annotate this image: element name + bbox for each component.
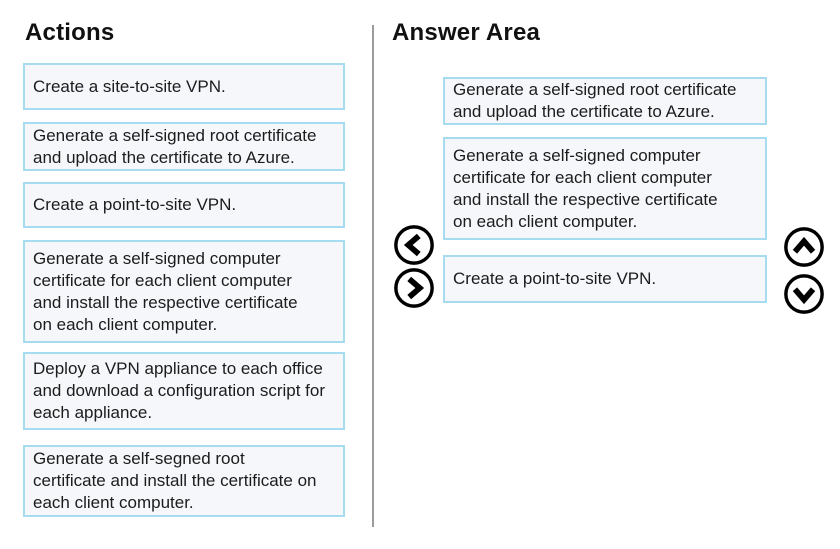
answer-item-2[interactable]: Generate a self-signed computer certific… <box>443 137 767 240</box>
answer-item-1[interactable]: Generate a self-signed root certificate … <box>443 77 767 125</box>
chevron-right-icon <box>394 268 434 308</box>
actions-panel-title: Actions <box>25 19 115 46</box>
move-left-button[interactable] <box>393 224 435 266</box>
action-item-vpn-appliance[interactable]: Deploy a VPN appliance to each office an… <box>23 352 345 430</box>
panel-divider <box>372 25 374 527</box>
move-down-button[interactable] <box>783 273 825 315</box>
move-up-button[interactable] <box>783 226 825 268</box>
action-item-computer-cert-install[interactable]: Generate a self-signed computer certific… <box>23 240 345 343</box>
chevron-down-icon <box>784 274 824 314</box>
chevron-left-icon <box>394 225 434 265</box>
answer-area-title: Answer Area <box>392 19 541 46</box>
action-item-point-to-site-vpn[interactable]: Create a point-to-site VPN. <box>23 182 345 228</box>
answer-item-3[interactable]: Create a point-to-site VPN. <box>443 255 767 303</box>
move-right-button[interactable] <box>393 267 435 309</box>
action-item-root-cert-install-client[interactable]: Generate a self-segned root certificate … <box>23 445 345 517</box>
action-item-site-to-site-vpn[interactable]: Create a site-to-site VPN. <box>23 63 345 110</box>
chevron-up-icon <box>784 227 824 267</box>
action-item-root-cert-upload-azure[interactable]: Generate a self-signed root certificate … <box>23 122 345 171</box>
